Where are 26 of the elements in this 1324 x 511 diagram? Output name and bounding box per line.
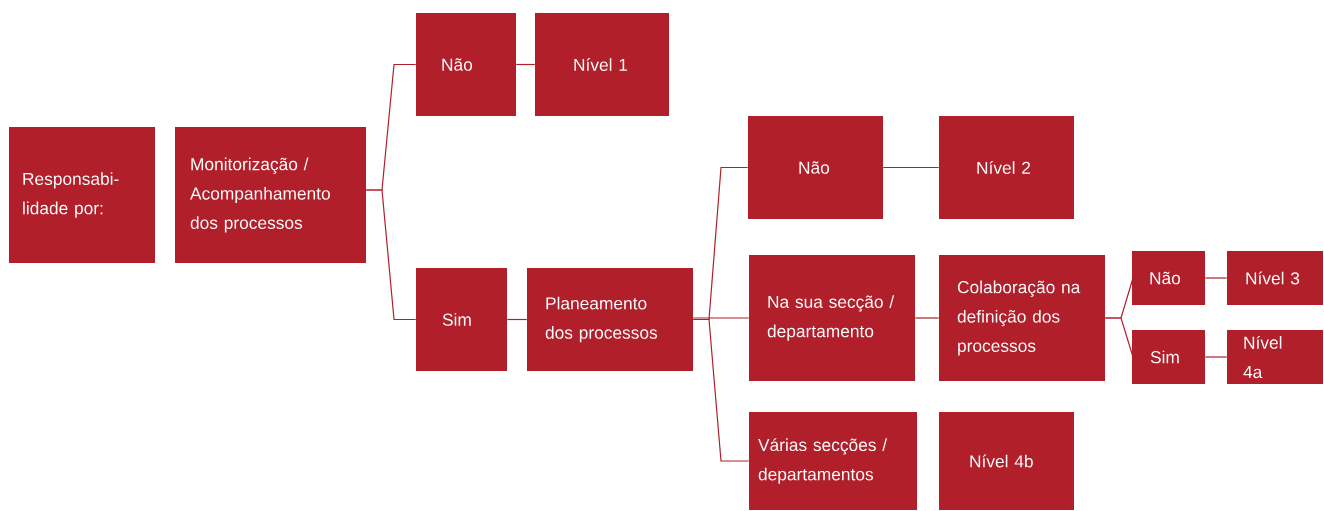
connector-line	[506, 318, 528, 321]
process-box: Várias secções / departamentos	[749, 412, 917, 510]
connector-line	[1104, 317, 1134, 358]
process-box: Sim	[416, 268, 507, 371]
connector-line	[515, 63, 536, 66]
process-box: Sim	[1132, 330, 1205, 384]
connector-line	[1204, 356, 1228, 358]
process-box: Colaboração na definição dos processos	[939, 255, 1105, 381]
process-box: Nível 3	[1227, 251, 1323, 305]
process-box: Nível 1	[535, 13, 669, 116]
connector-line	[882, 166, 940, 169]
process-box: Nível 4b	[939, 412, 1074, 510]
process-box: Nível 2	[939, 116, 1074, 219]
connector-line	[1204, 277, 1228, 279]
connector-line	[692, 318, 750, 462]
process-box: Na sua secção / departamento	[749, 255, 915, 381]
process-box: Não	[1132, 251, 1205, 305]
process-box: Planeamento dos processos	[527, 268, 693, 371]
process-box: Nível 4a	[1227, 330, 1323, 384]
process-box: Não	[748, 116, 883, 219]
connector-line	[365, 189, 417, 321]
connector-line	[692, 317, 750, 319]
connector-line	[914, 317, 940, 319]
process-box: Responsabi- lidade por:	[9, 127, 155, 263]
process-box: Não	[416, 13, 516, 116]
process-box: Monitorização / Acompanhamento dos processos	[175, 127, 366, 263]
